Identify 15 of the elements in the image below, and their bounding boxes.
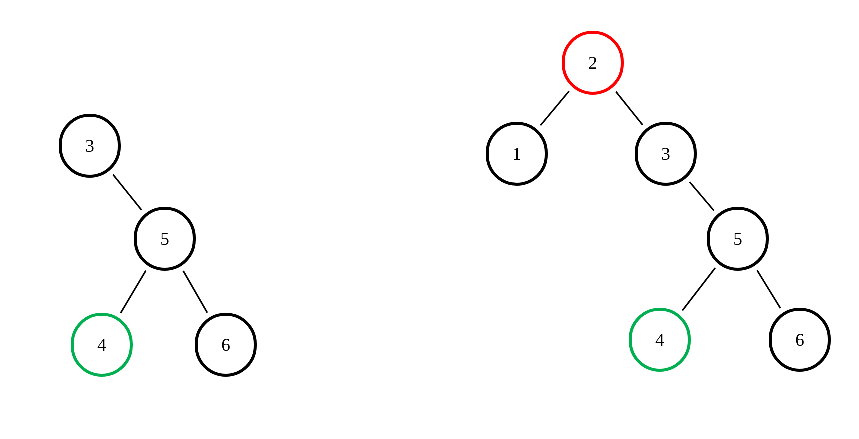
tree-edge	[540, 90, 570, 126]
node-value: 4	[656, 328, 664, 352]
node-value: 3	[86, 134, 94, 158]
node-value: 3	[662, 142, 670, 166]
tree-edge	[756, 270, 782, 309]
node-value: 2	[588, 52, 598, 74]
node-value: 6	[222, 334, 230, 356]
tree-edge	[689, 182, 715, 212]
node-value: 4	[98, 334, 106, 356]
tree-edge	[182, 270, 208, 314]
node-value: 1	[512, 142, 522, 166]
node-value: 5	[734, 228, 742, 250]
node-value: 6	[796, 328, 804, 352]
node-value: 5	[160, 228, 170, 250]
tree-edge	[120, 270, 147, 314]
